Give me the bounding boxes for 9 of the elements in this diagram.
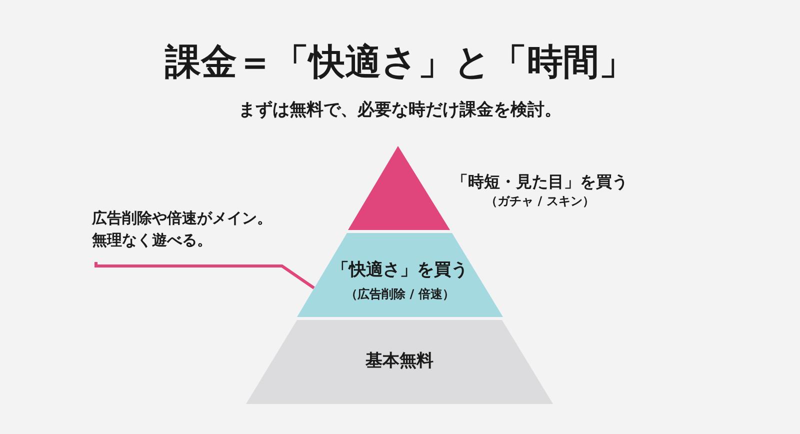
tier-label: 基本無料 <box>364 350 434 373</box>
annotation-text: 広告削除や倍速がメイン。無理なく遊べる。 <box>92 208 273 251</box>
tier-sublabel: （広告削除 / 倍速） <box>344 286 456 303</box>
tier-label: 「快適さ」を買う <box>331 259 469 282</box>
tier-sublabel: （ガチャ / スキン） <box>484 193 596 210</box>
tier-label: 「時短・見た目」を買う <box>451 171 629 193</box>
leader-line <box>94 262 315 290</box>
subtitle: まずは無料で、必要な時だけ課金を検討。 <box>238 99 562 121</box>
title: 課金＝「快適さ」と「時間」 <box>164 41 636 85</box>
